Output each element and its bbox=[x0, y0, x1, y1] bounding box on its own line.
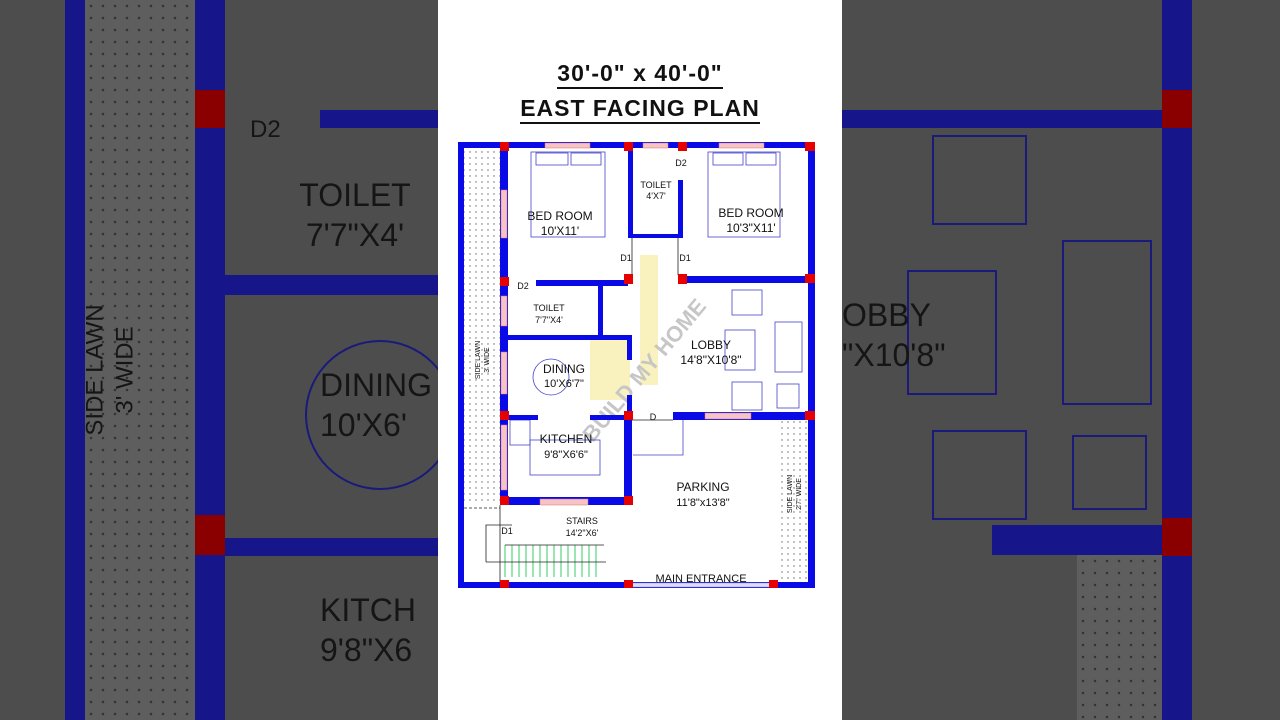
plan-title-facing: EAST FACING PLAN bbox=[438, 95, 842, 124]
toilet-top-size: 4'X7' bbox=[646, 191, 666, 201]
door-d2-toilet: D2 bbox=[517, 281, 529, 291]
room-labels: BED ROOM 10'X11' TOILET 4'X7' BED ROOM 1… bbox=[475, 158, 803, 585]
door-d1-left: D1 bbox=[620, 253, 632, 263]
plan-title-dimensions: 30'-0" x 40'-0" bbox=[438, 60, 842, 89]
parking-size: 11'8"x13'8" bbox=[676, 497, 729, 509]
toilet-top-name: TOILET bbox=[640, 180, 672, 190]
stairs-steps bbox=[504, 545, 597, 577]
side-lawn-left-name: SIDE LAWN bbox=[475, 341, 482, 379]
side-lawn-left bbox=[464, 148, 500, 505]
kitchen-size: 9'8"X6'6" bbox=[544, 449, 588, 461]
dining-name: DINING bbox=[543, 362, 585, 376]
bedroom1-size: 10'X11' bbox=[541, 224, 579, 238]
furniture bbox=[509, 151, 803, 476]
side-lawn-right bbox=[779, 420, 808, 582]
dining-size: 10'X6'7" bbox=[544, 378, 584, 390]
side-lawn-left-size: 3' WIDE bbox=[484, 347, 491, 373]
door-d2-top: D2 bbox=[675, 158, 687, 168]
kitchen-name: KITCHEN bbox=[540, 432, 593, 446]
lobby-name: LOBBY bbox=[691, 338, 731, 352]
bg-lobby-label: OBBY"X10'8" bbox=[842, 297, 946, 373]
toilet2-name: TOILET bbox=[533, 303, 565, 313]
bg-d2-label: D2 bbox=[250, 116, 281, 143]
lobby-size: 14'8"X10'8" bbox=[680, 353, 741, 367]
bedroom2-size: 10'3"X11' bbox=[726, 221, 775, 235]
side-lawn-right-size: 2'7" WIDE bbox=[796, 478, 803, 510]
main-entrance-label: MAIN ENTRANCE bbox=[655, 573, 746, 585]
side-lawn-right-name: SIDE LAWN bbox=[787, 475, 794, 513]
door-d: D bbox=[650, 412, 657, 422]
stairs-size: 14'2"X6' bbox=[566, 528, 599, 538]
bedroom1-name: BED ROOM bbox=[527, 209, 592, 223]
parking-name: PARKING bbox=[676, 480, 729, 494]
toilet2-size: 7'7"X4' bbox=[535, 315, 563, 325]
background-right-blur: OBBY"X10'8" bbox=[842, 0, 1280, 720]
windows bbox=[500, 142, 773, 588]
bedroom2-name: BED ROOM bbox=[718, 206, 783, 220]
door-d1-right: D1 bbox=[679, 253, 691, 263]
door-d1-stairs: D1 bbox=[501, 526, 513, 536]
thin-lines bbox=[464, 237, 679, 582]
columns bbox=[500, 142, 815, 588]
stairs-name: STAIRS bbox=[566, 516, 598, 526]
